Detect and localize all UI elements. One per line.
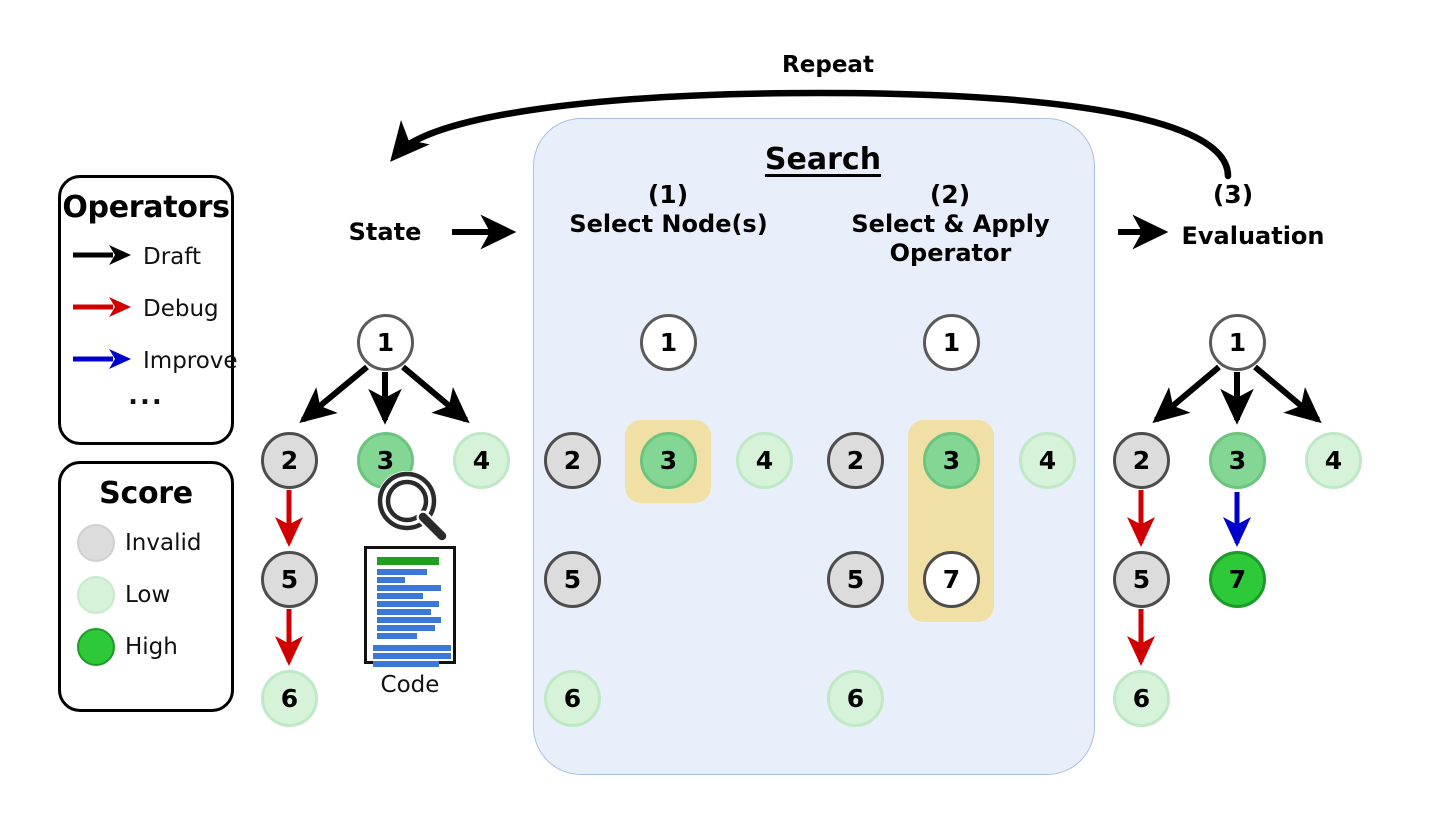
node-4[interactable]: 4 [736,432,793,489]
code-bar [377,585,441,591]
stage-1-label: Select Node(s) [569,210,768,238]
score-swatch-high [77,628,115,666]
legend-label-invalid: Invalid [125,530,202,556]
legend-item-invalid: Invalid [61,517,231,569]
node-6[interactable]: 6 [827,670,884,727]
node-7[interactable]: 7 [923,551,980,608]
node-1[interactable]: 1 [1209,314,1266,371]
stage-2-label: Select & Apply Operator [851,210,1050,268]
code-bar [377,593,423,599]
node-1[interactable]: 1 [640,314,697,371]
legend-item-debug: Debug [61,283,231,335]
node-5[interactable]: 5 [544,551,601,608]
node-5[interactable]: 5 [827,551,884,608]
code-bar-header [377,557,439,565]
node-5[interactable]: 5 [261,551,318,608]
node-4[interactable]: 4 [453,432,510,489]
stage-3-number: (3) [1212,180,1254,209]
tree-state-edges [275,364,470,667]
magnifier-icon[interactable] [376,470,454,548]
repeat-arrow [390,89,1232,180]
code-bar [373,661,439,667]
node-6[interactable]: 6 [544,670,601,727]
legend-item-draft: Draft [61,231,231,283]
legend-item-high: High [61,621,231,673]
legend-label-debug: Debug [143,296,219,322]
code-bar [377,569,427,575]
node-2[interactable]: 2 [827,432,884,489]
node-6[interactable]: 6 [1113,670,1170,727]
code-bar [373,653,451,659]
node-4[interactable]: 4 [1019,432,1076,489]
node-3[interactable]: 3 [1209,432,1266,489]
legend-label-low: Low [125,582,171,608]
code-card [364,546,456,667]
code-bar [377,633,417,639]
code-label: Code [380,672,440,698]
legend-label-improve: Improve [143,348,238,374]
code-bar [377,625,435,631]
score-swatch-low [77,576,115,614]
node-6[interactable]: 6 [261,670,318,727]
legend-item-low: Low [61,569,231,621]
stage-1-number: (1) [647,180,689,209]
node-7[interactable]: 7 [1209,551,1266,608]
code-bar [377,601,439,607]
score-legend: Score Invalid Low High [58,461,234,712]
code-bar [377,609,431,615]
state-label: State [348,218,422,246]
stage-3-label: Evaluation [1181,222,1325,250]
node-2[interactable]: 2 [261,432,318,489]
code-bar [373,645,451,651]
score-swatch-invalid [77,524,115,562]
code-bar [377,617,441,623]
operators-legend: Operators Draft Debug [58,175,238,445]
node-3[interactable]: 3 [640,432,697,489]
node-1[interactable]: 1 [923,314,980,371]
legend-label-draft: Draft [143,244,201,270]
node-2[interactable]: 2 [544,432,601,489]
code-bar [377,577,405,583]
operators-legend-ellipsis: ... [128,381,164,411]
node-3[interactable]: 3 [923,432,980,489]
stage-2-number: (2) [929,180,971,209]
node-3[interactable]: 3 [357,432,414,489]
operators-legend-title: Operators [62,190,230,225]
tree-eval-edges [1127,364,1322,667]
repeat-label: Repeat [782,52,874,78]
search-title: Search [764,142,882,177]
score-legend-title: Score [99,476,193,511]
node-1[interactable]: 1 [357,314,414,371]
legend-item-improve: Improve [61,335,238,387]
arrow-right-icon [71,244,133,270]
node-5[interactable]: 5 [1113,551,1170,608]
arrow-right-icon [71,296,133,322]
arrow-right-icon [71,348,133,374]
node-2[interactable]: 2 [1113,432,1170,489]
legend-label-high: High [125,634,178,660]
node-4[interactable]: 4 [1305,432,1362,489]
